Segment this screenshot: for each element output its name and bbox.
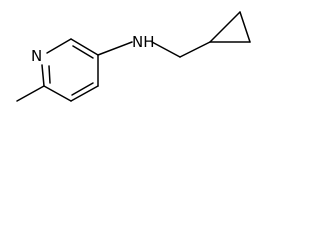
bond-c4-c5 (70, 85, 99, 102)
double-bond-c4-c5 (71, 82, 94, 96)
bond-c3-nh (97, 41, 133, 56)
double-bond-c2-c3 (72, 45, 94, 59)
double-bond-c6-n1 (48, 65, 51, 84)
chemical-structure: N NH (16, 11, 251, 102)
bonds (16, 11, 251, 102)
pyridine-nitrogen-label: N (31, 47, 42, 65)
atom-labels: N NH (31, 33, 155, 65)
bond-nh-ch2 (151, 41, 181, 58)
bond-c5-c6 (43, 85, 72, 102)
bond-c6-n1 (41, 64, 45, 87)
bond-ch2-cyclopropyl (179, 41, 211, 58)
bond-n1-c2 (46, 38, 72, 54)
bond-cp-1 (209, 11, 241, 43)
amine-nh-label: NH (132, 33, 155, 51)
bond-c2-c3 (70, 38, 99, 56)
bond-cp-2 (239, 11, 251, 43)
bond-methyl (16, 85, 45, 102)
